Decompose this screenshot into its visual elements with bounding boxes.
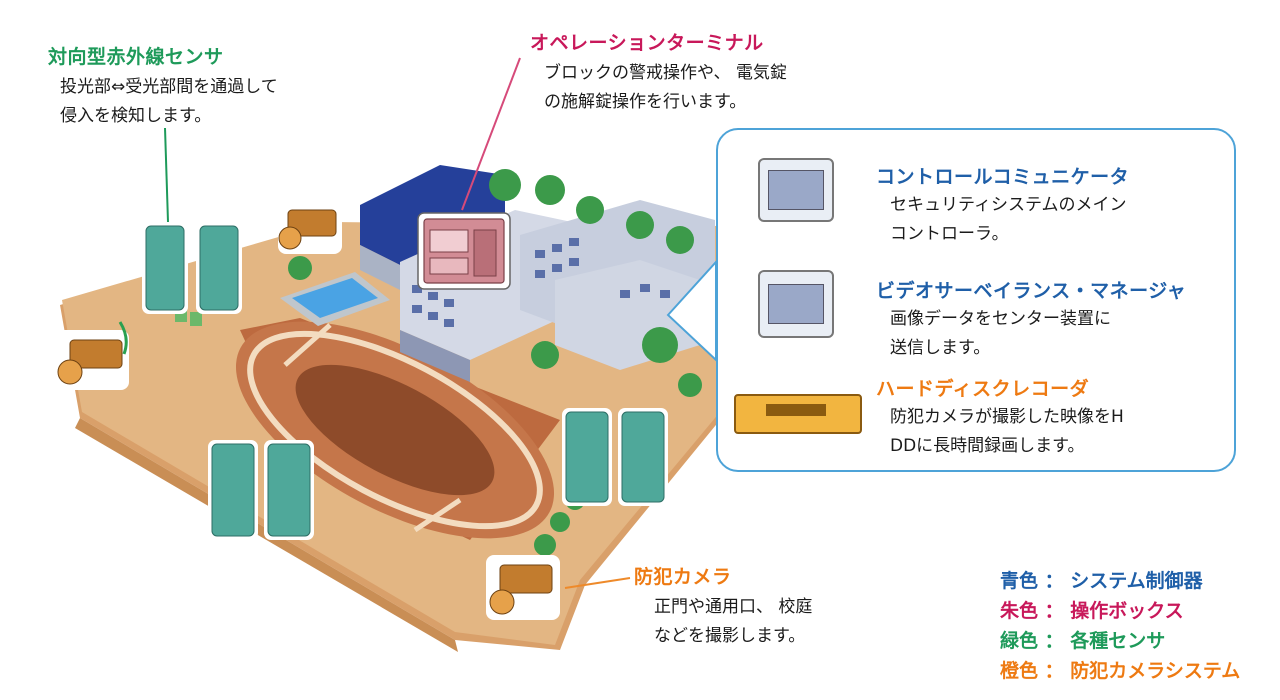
security-camera-title: 防犯カメラ	[634, 562, 812, 589]
equipment-panel: コントロールコミュニケータ セキュリティシステムのメイン コントローラ。 ビデオ…	[716, 128, 1236, 472]
hdd-recorder-device-icon	[734, 394, 862, 434]
legend-red: 朱色 ： 操作ボックス	[1000, 596, 1184, 623]
hdd-recorder-text: ハードディスクレコーダ 防犯カメラが撮影した映像をH DDに長時間録画します。	[876, 374, 1124, 461]
security-camera-callout: 防犯カメラ 正門や通用口、 校庭 などを撮影します。	[634, 562, 812, 651]
operation-terminal-title: オペレーションターミナル	[530, 28, 787, 55]
video-manager-text: ビデオサーベイランス・マネージャ 画像データをセンター装置に 送信します。	[876, 276, 1186, 363]
controller-title: コントロールコミュニケータ	[876, 162, 1129, 189]
hdd-recorder-desc-line1: 防犯カメラが撮影した映像をH	[890, 403, 1124, 432]
controller-desc-line1: セキュリティシステムのメイン	[890, 191, 1129, 220]
legend-blue: 青色 ： システム制御器	[1000, 566, 1203, 593]
video-manager-desc-line2: 送信します。	[890, 334, 1186, 363]
legend-green: 緑色 ： 各種センサ	[1000, 626, 1165, 653]
operation-terminal-callout: オペレーションターミナル ブロックの警戒操作や、 電気錠 の施解錠操作を行います…	[530, 28, 787, 117]
security-camera-desc-line1: 正門や通用口、 校庭	[654, 593, 812, 622]
infrared-sensor-desc-line2: 侵入を検知します。	[60, 102, 278, 131]
legend-orange: 橙色 ： 防犯カメラシステム	[1000, 656, 1240, 683]
video-manager-desc-line1: 画像データをセンター装置に	[890, 305, 1186, 334]
operation-terminal-icon	[418, 213, 510, 289]
sensor-pointer-line	[165, 128, 168, 222]
infrared-sensor-desc-line1: 投光部⇔受光部間を通過して	[60, 73, 278, 102]
security-camera-2	[55, 322, 129, 390]
operation-terminal-desc-line2: の施解錠操作を行います。	[544, 88, 787, 117]
controller-desc-line2: コントローラ。	[890, 220, 1129, 249]
controller-text: コントロールコミュニケータ セキュリティシステムのメイン コントローラ。	[876, 162, 1129, 249]
video-manager-device-icon	[758, 270, 834, 338]
hdd-recorder-title: ハードディスクレコーダ	[876, 374, 1124, 401]
hdd-recorder-desc-line2: DDに長時間録画します。	[890, 432, 1124, 461]
security-camera-1	[278, 200, 342, 254]
security-camera-3	[486, 555, 560, 620]
controller-device-icon	[758, 158, 834, 222]
operation-terminal-desc-line1: ブロックの警戒操作や、 電気錠	[544, 59, 787, 88]
security-camera-desc-line2: などを撮影します。	[654, 622, 812, 651]
infrared-sensor-title: 対向型赤外線センサ	[48, 42, 278, 69]
infrared-sensor-callout: 対向型赤外線センサ 投光部⇔受光部間を通過して 侵入を検知します。	[48, 42, 278, 131]
video-manager-title: ビデオサーベイランス・マネージャ	[876, 276, 1186, 303]
